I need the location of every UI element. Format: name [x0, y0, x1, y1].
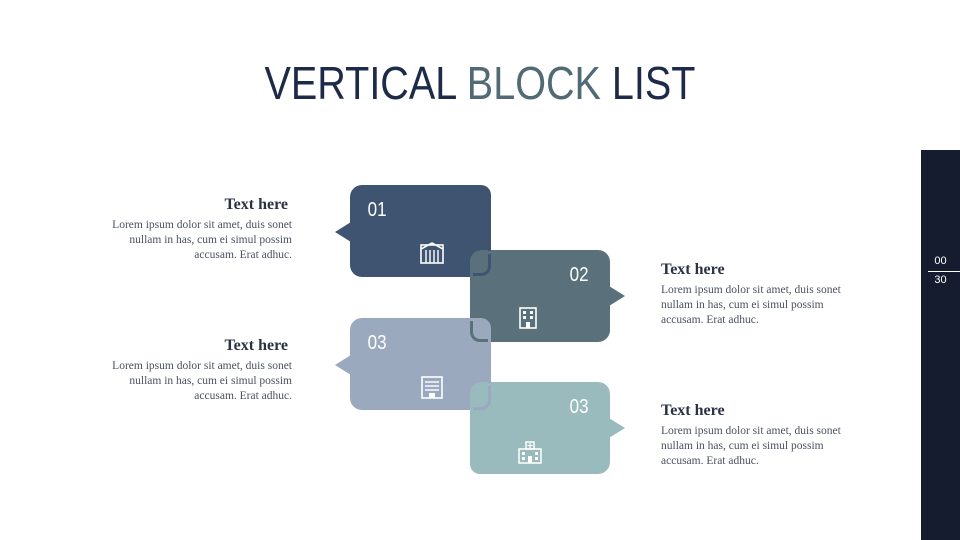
item-3-body: Lorem ipsum dolor sit amet, duis sonet n…: [112, 360, 292, 402]
text-item-3: Text here Lorem ipsum dolor sit amet, du…: [92, 337, 292, 404]
page-sidebar: 00 30: [921, 150, 960, 540]
block-4-number: 03: [569, 396, 589, 418]
link-outline-4: [470, 383, 507, 474]
building-gate-icon: [420, 242, 444, 264]
block-2-pointer: [609, 286, 625, 306]
block-2-number: 02: [569, 264, 589, 286]
page-total: 30: [934, 274, 947, 286]
block-1-number: 01: [367, 199, 387, 221]
title-part-1: VERTICAL: [264, 57, 467, 109]
title-part-3: LIST: [600, 57, 696, 109]
link-outline-1: [456, 185, 491, 276]
block-4: 03: [470, 382, 610, 474]
item-1-body: Lorem ipsum dolor sit amet, duis sonet n…: [112, 219, 292, 261]
title-part-2: BLOCK: [466, 57, 601, 109]
block-2: 02: [470, 250, 610, 342]
text-item-2: Text here Lorem ipsum dolor sit amet, du…: [661, 261, 851, 328]
item-2-heading: Text here: [661, 261, 725, 278]
block-1-pointer: [335, 222, 351, 242]
item-1-heading: Text here: [224, 196, 288, 213]
page-divider: [928, 271, 960, 272]
block-1: 01: [350, 185, 490, 277]
text-item-4: Text here Lorem ipsum dolor sit amet, du…: [661, 402, 851, 469]
item-2-body: Lorem ipsum dolor sit amet, duis sonet n…: [661, 284, 841, 326]
item-4-heading: Text here: [661, 402, 725, 419]
block-3-number: 03: [367, 332, 387, 354]
item-3-heading: Text here: [224, 337, 288, 354]
link-outline-3: [456, 318, 491, 410]
item-4-body: Lorem ipsum dolor sit amet, duis sonet n…: [661, 425, 841, 467]
page-current: 00: [934, 255, 947, 267]
block-3-pointer: [335, 355, 351, 375]
office-block-icon: [421, 376, 443, 399]
block-3: 03: [350, 318, 490, 410]
text-item-1: Text here Lorem ipsum dolor sit amet, du…: [92, 196, 292, 263]
hospital-building-icon: [518, 441, 542, 464]
block-4-pointer: [609, 418, 625, 438]
office-building-icon: [519, 307, 537, 329]
slide-title: VERTICAL BLOCK LIST: [67, 56, 893, 110]
